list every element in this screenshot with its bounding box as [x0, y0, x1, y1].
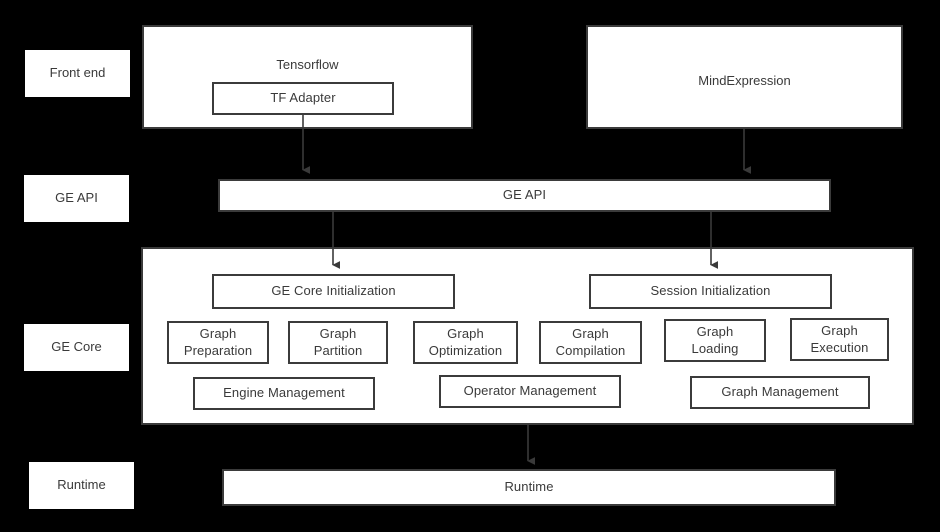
graph-preparation-box[interactable]: Graph Preparation — [167, 321, 269, 364]
graph-optimization-label: Graph Optimization — [428, 326, 503, 358]
graph-execution-label: Graph Execution — [810, 323, 869, 355]
engine-management-label: Engine Management — [223, 385, 345, 401]
runtime-box[interactable]: Runtime — [222, 469, 836, 506]
graph-execution-box[interactable]: Graph Execution — [790, 318, 889, 361]
operator-management-box[interactable]: Operator Management — [439, 375, 621, 408]
graph-loading-box[interactable]: Graph Loading — [664, 319, 766, 362]
tensorflow-title: Tensorflow — [276, 57, 339, 72]
tf-adapter-label: TF Adapter — [270, 90, 336, 106]
mindexpression-title: MindExpression — [698, 73, 791, 88]
ge-core-initialization-box[interactable]: GE Core Initialization — [212, 274, 455, 309]
graph-partition-box[interactable]: Graph Partition — [288, 321, 388, 364]
layer-label-ge-core: GE Core — [24, 324, 129, 371]
layer-label-text: Runtime — [57, 477, 106, 493]
engine-management-box[interactable]: Engine Management — [193, 377, 375, 410]
runtime-label: Runtime — [504, 479, 554, 495]
layer-label-front-end: Front end — [25, 50, 130, 97]
layer-label-text: GE Core — [51, 339, 102, 355]
layer-label-runtime: Runtime — [29, 462, 134, 509]
mindexpression-container: MindExpression — [586, 25, 903, 129]
graph-preparation-label: Graph Preparation — [183, 326, 253, 358]
graph-loading-label: Graph Loading — [691, 324, 739, 356]
layer-label-text: Front end — [49, 65, 106, 81]
ge-api-box[interactable]: GE API — [218, 179, 831, 212]
graph-compilation-box[interactable]: Graph Compilation — [539, 321, 642, 364]
graph-management-box[interactable]: Graph Management — [690, 376, 870, 409]
graph-partition-label: Graph Partition — [313, 326, 363, 358]
layer-label-text: GE API — [55, 190, 98, 206]
session-initialization-box[interactable]: Session Initialization — [589, 274, 832, 309]
session-initialization-label: Session Initialization — [650, 283, 771, 299]
tf-adapter-box[interactable]: TF Adapter — [212, 82, 394, 115]
ge-core-initialization-label: GE Core Initialization — [271, 283, 396, 299]
graph-management-label: Graph Management — [721, 384, 839, 400]
layer-label-ge-api: GE API — [24, 175, 129, 222]
operator-management-label: Operator Management — [463, 383, 597, 399]
graph-optimization-box[interactable]: Graph Optimization — [413, 321, 518, 364]
ge-api-label: GE API — [502, 187, 547, 203]
graph-compilation-label: Graph Compilation — [555, 326, 626, 358]
